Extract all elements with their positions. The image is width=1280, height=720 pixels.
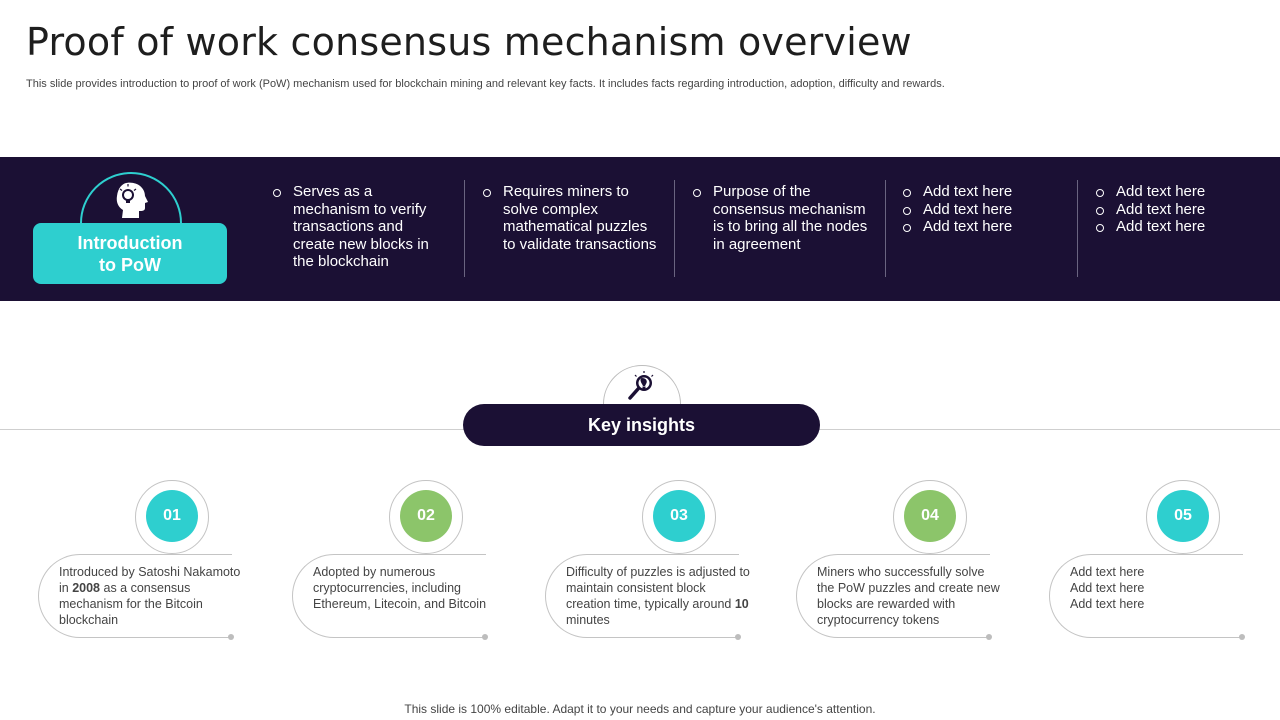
intro-column-1: Serves as a mechanism to verify transact…	[273, 183, 443, 271]
insight-number-badge: 05	[1157, 490, 1209, 542]
insight-number-badge: 02	[400, 490, 452, 542]
head-lightbulb-icon	[116, 182, 148, 218]
intro-bullet: Add text here	[903, 218, 1063, 236]
insight-card-05: 05 Add text here Add text here Add text …	[1049, 480, 1259, 642]
insight-card-outline	[292, 554, 486, 638]
insight-text: Add text here Add text here Add text her…	[1070, 565, 1145, 611]
page-subtitle: This slide provides introduction to proo…	[26, 78, 945, 90]
intro-bullet: Add text here	[1096, 183, 1256, 201]
column-divider	[464, 180, 465, 277]
insight-number-badge: 01	[146, 490, 198, 542]
insight-card-outline	[545, 554, 739, 638]
insight-card-end-dot	[1239, 634, 1245, 640]
intro-bullet: Add text here	[903, 201, 1063, 219]
intro-bullet: Purpose of the consensus mechanism is to…	[693, 183, 869, 253]
insight-text: Introduced by Satoshi Nakamoto in 2008 a…	[59, 565, 241, 627]
magnifier-lightbulb-icon	[628, 371, 654, 400]
column-divider	[674, 180, 675, 277]
insight-number-badge: 03	[653, 490, 705, 542]
intro-bullet: Serves as a mechanism to verify transact…	[273, 183, 443, 271]
key-insights-heading: Key insights	[463, 404, 820, 446]
intro-bullet: Requires miners to solve complex mathema…	[483, 183, 658, 253]
insight-card-end-dot	[986, 634, 992, 640]
insight-number-badge: 04	[904, 490, 956, 542]
insight-card-01: 01 Introduced by Satoshi Nakamoto in 200…	[38, 480, 248, 642]
intro-label-box: Introduction to PoW	[33, 223, 227, 284]
insight-text: Miners who successfully solve the PoW pu…	[817, 565, 1000, 627]
column-divider	[1077, 180, 1078, 277]
insight-card-outline	[796, 554, 990, 638]
insight-card-end-dot	[482, 634, 488, 640]
page-title: Proof of work consensus mechanism overvi…	[26, 20, 912, 64]
insight-text: Difficulty of puzzles is adjusted to mai…	[566, 565, 750, 627]
intro-bullet: Add text here	[1096, 218, 1256, 236]
insight-card-03: 03 Difficulty of puzzles is adjusted to …	[545, 480, 755, 642]
insight-card-02: 02 Adopted by numerous cryptocurrencies,…	[292, 480, 502, 642]
insight-card-outline	[38, 554, 232, 638]
intro-column-5: Add text here Add text here Add text her…	[1096, 183, 1256, 236]
intro-bullet: Add text here	[903, 183, 1063, 201]
insight-card-end-dot	[228, 634, 234, 640]
intro-column-4: Add text here Add text here Add text her…	[903, 183, 1063, 236]
footer-note: This slide is 100% editable. Adapt it to…	[404, 702, 876, 716]
insight-text: Adopted by numerous cryptocurrencies, in…	[313, 565, 487, 611]
insight-card-end-dot	[735, 634, 741, 640]
column-divider	[885, 180, 886, 277]
key-insights-label: Key insights	[587, 414, 696, 435]
intro-bullet: Add text here	[1096, 201, 1256, 219]
intro-column-3: Purpose of the consensus mechanism is to…	[693, 183, 869, 253]
intro-column-2: Requires miners to solve complex mathema…	[483, 183, 658, 253]
insight-card-outline	[1049, 554, 1243, 638]
intro-label-line1: Introduction	[77, 232, 183, 253]
insight-card-04: 04 Miners who successfully solve the PoW…	[796, 480, 1006, 642]
intro-label-line2: to PoW	[99, 254, 161, 275]
